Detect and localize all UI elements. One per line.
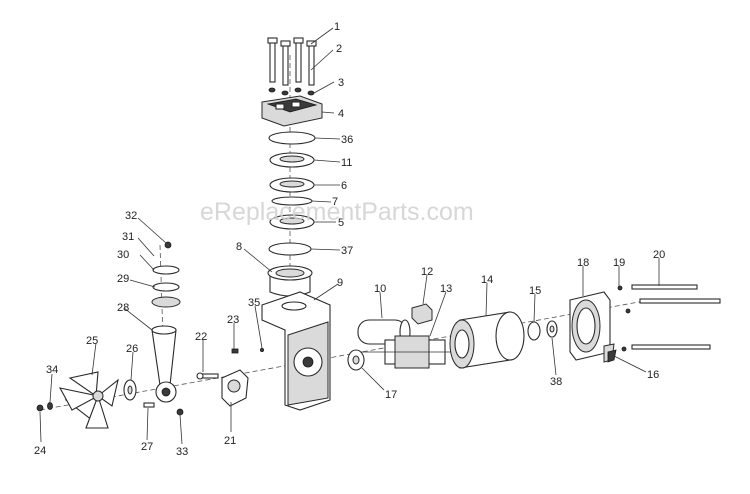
- callout-36: 36: [341, 134, 353, 146]
- callout-20: 20: [653, 249, 665, 261]
- part-9-crankcase: [261, 291, 331, 411]
- callout-28: 28: [117, 302, 129, 314]
- part-8-cylinder: [267, 265, 313, 297]
- callout-3: 3: [338, 77, 344, 89]
- callout-labels: 1 2 3 4 36 11 6 7 5 37 8 9 10 12 13 14 1…: [34, 21, 665, 458]
- callout-33: 33: [176, 446, 188, 458]
- callout-17: 17: [385, 389, 397, 401]
- callout-14: 14: [481, 274, 493, 286]
- callout-18: 18: [577, 257, 589, 269]
- callout-38: 38: [550, 376, 562, 388]
- callout-32: 32: [125, 210, 137, 222]
- part-24-34-screw: [36, 402, 53, 412]
- callout-19: 19: [613, 257, 625, 269]
- callout-15: 15: [529, 285, 541, 297]
- part-16-release-valve: [607, 349, 617, 363]
- callout-4: 4: [338, 108, 344, 120]
- part-18-end-bell: [569, 291, 615, 363]
- callout-leaders: [39, 27, 660, 445]
- callout-34: 34: [46, 364, 58, 376]
- part-21-cover: [221, 369, 249, 407]
- callout-11: 11: [341, 157, 352, 169]
- part-2-3-washers: [268, 87, 315, 96]
- part-19-20-through-bolts: [617, 284, 721, 352]
- callout-37: 37: [341, 245, 353, 257]
- callout-31: 31: [122, 231, 134, 243]
- callout-12: 12: [421, 266, 433, 278]
- callout-2: 2: [336, 43, 342, 55]
- part-13-rotor: [360, 335, 460, 369]
- part-14-stator: [449, 311, 525, 369]
- callout-27: 27: [141, 441, 153, 453]
- callout-29: 29: [117, 273, 129, 285]
- callout-26: 26: [126, 343, 138, 355]
- callout-25: 25: [86, 335, 98, 347]
- part-12-terminal-block: [411, 303, 433, 325]
- callout-6: 6: [341, 180, 347, 192]
- callout-1: 1: [334, 21, 340, 33]
- part-1-head-bolts: [267, 37, 317, 86]
- callout-13: 13: [440, 283, 452, 295]
- part-15-38-washers: [527, 320, 558, 341]
- callout-24: 24: [34, 445, 46, 457]
- part-26-bearing: [123, 379, 137, 401]
- callout-5: 5: [338, 217, 344, 229]
- piston-rod-assembly: [151, 241, 181, 403]
- callout-22: 22: [195, 331, 207, 343]
- watermark: eReplacementParts.com: [200, 198, 474, 226]
- callout-16: 16: [647, 369, 659, 381]
- callout-7: 7: [332, 196, 338, 208]
- callout-23: 23: [227, 314, 239, 326]
- callout-8: 8: [236, 241, 242, 253]
- callout-35: 35: [248, 297, 260, 309]
- callout-30: 30: [117, 249, 129, 261]
- part-23-35-pins: [231, 347, 264, 354]
- callout-10: 10: [374, 283, 386, 295]
- part-27-33-screws: [143, 402, 184, 416]
- callout-21: 21: [224, 435, 236, 447]
- valve-plate-stack: [268, 131, 316, 256]
- callout-9: 9: [337, 277, 343, 289]
- part-4-cylinder-head: [261, 95, 323, 127]
- part-25-fan: [58, 371, 119, 429]
- part-22-screw: [196, 372, 219, 380]
- part-17-bearing: [347, 349, 365, 371]
